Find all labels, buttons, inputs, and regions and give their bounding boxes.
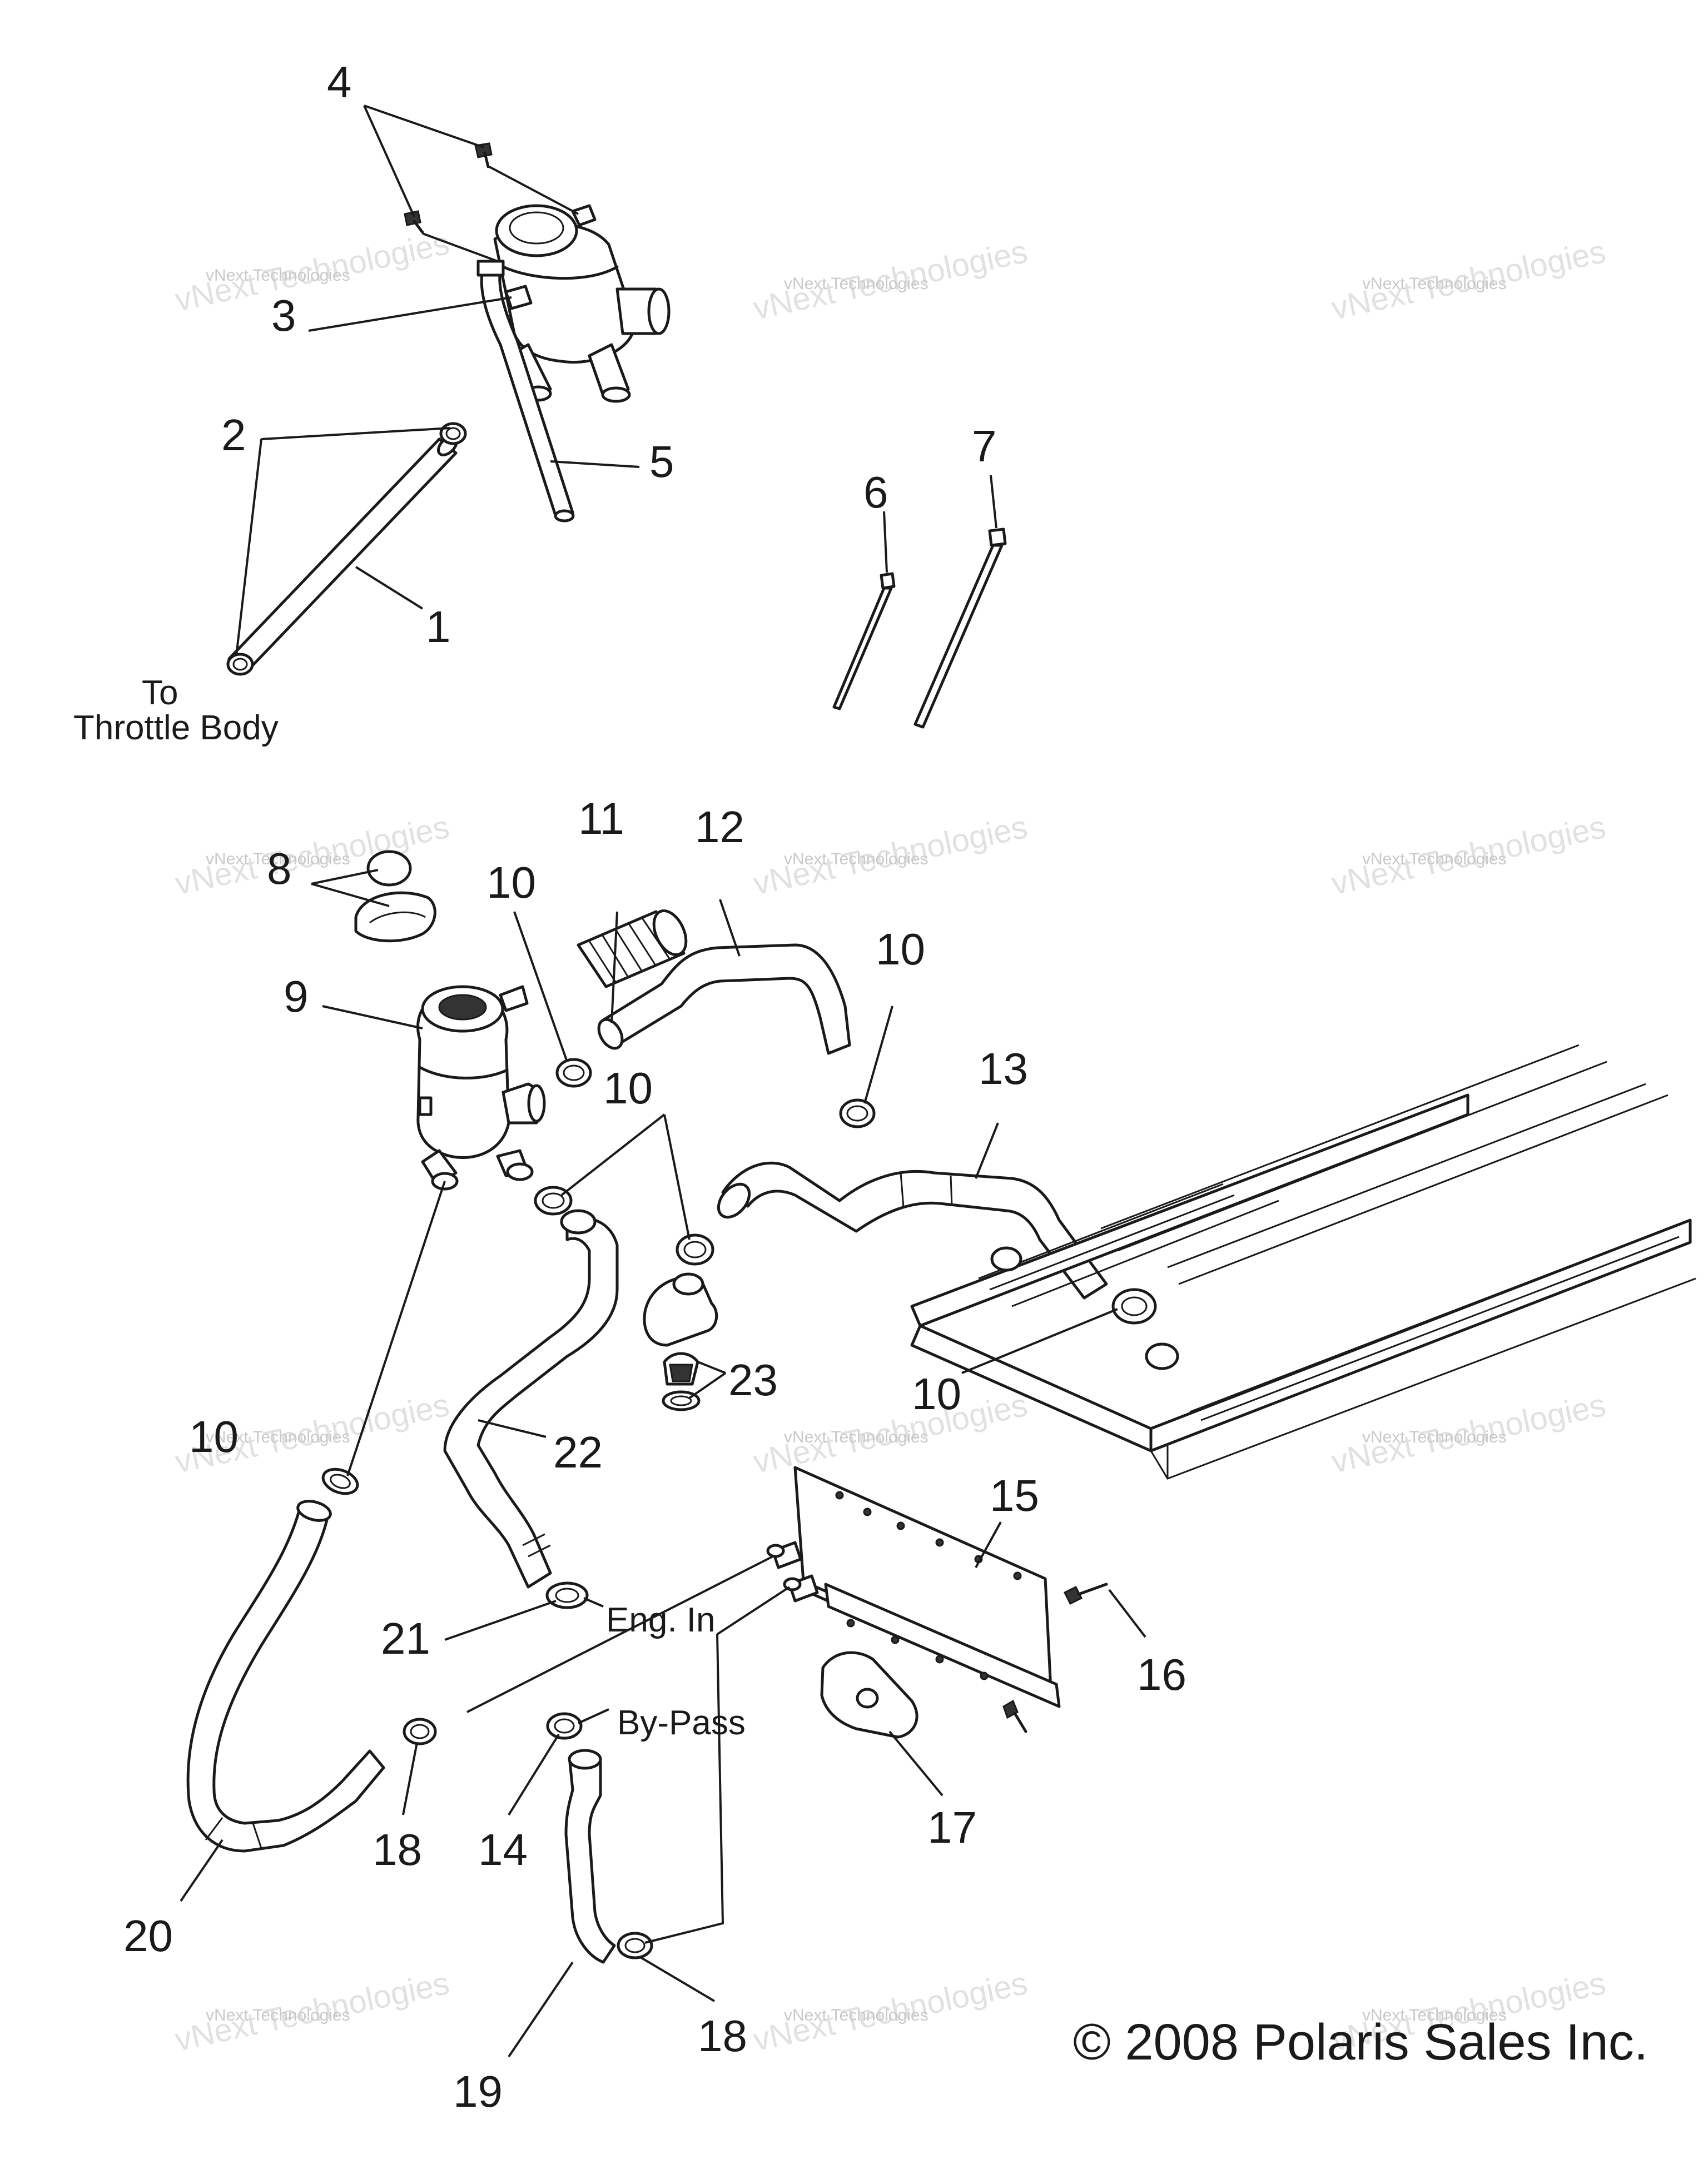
- callout-21: 21: [381, 1614, 430, 1663]
- part-10-clamp-a: [555, 1058, 592, 1088]
- recovery-bottle-top: [493, 204, 671, 403]
- part-12-hose: [597, 943, 851, 1055]
- svg-text:vNext Technologies: vNext Technologies: [784, 1428, 929, 1446]
- svg-text:vNext Technologies: vNext Technologies: [784, 2006, 929, 2024]
- watermark: vNext Technologies vNext Technologies: [172, 809, 452, 902]
- callout-5: 5: [649, 437, 674, 486]
- part-10-clamp-e: [1111, 1288, 1157, 1325]
- watermark: vNext Technologies vNext Technologies: [172, 1965, 452, 2058]
- note-to: To: [142, 674, 178, 712]
- part-10-clamp-d: [676, 1233, 714, 1266]
- watermark: vNext Technologies vNext Technologies: [750, 1965, 1030, 2058]
- svg-text:vNext Technologies: vNext Technologies: [784, 850, 929, 868]
- part-18-clamp-b: [617, 1932, 653, 1959]
- callout-12: 12: [695, 802, 744, 852]
- part-23-thermostat: [643, 1272, 718, 1411]
- callout-16: 16: [1137, 1650, 1186, 1699]
- callout-9: 9: [284, 972, 309, 1021]
- callout-18-b: 18: [698, 2011, 747, 2061]
- callout-1: 1: [426, 602, 451, 651]
- part-13-hose: [717, 1161, 1108, 1300]
- callout-10-d: 10: [912, 1369, 961, 1419]
- note-by-pass: By-Pass: [617, 1704, 746, 1742]
- callout-4: 4: [327, 57, 352, 107]
- callout-18-a: 18: [373, 1825, 422, 1874]
- callout-13: 13: [979, 1044, 1028, 1093]
- svg-text:vNext Technologies: vNext Technologies: [1362, 2006, 1507, 2024]
- callout-8: 8: [267, 844, 292, 893]
- part-16-screw-b: [1002, 1699, 1027, 1733]
- part-18-clamp-a: [403, 1718, 437, 1745]
- callout-11: 11: [578, 794, 624, 843]
- watermark: vNext Technologies vNext Technologies: [750, 809, 1030, 902]
- callout-19: 19: [453, 2067, 503, 2116]
- callout-14: 14: [478, 1825, 528, 1874]
- part-7-cable-tie: [913, 528, 1007, 729]
- part-8-cap: [354, 850, 436, 943]
- copyright: © 2008 Polaris Sales Inc.: [1073, 2014, 1648, 2071]
- note-eng-in: Eng. In: [606, 1601, 715, 1639]
- callout-3: 3: [271, 291, 296, 340]
- callout-20: 20: [123, 1911, 173, 1961]
- part-21-clamp: [545, 1581, 589, 1609]
- callout-10-e: 10: [189, 1412, 239, 1461]
- radiator-frame: [910, 1044, 1696, 1480]
- svg-text:vNext Technologies: vNext Technologies: [206, 1428, 350, 1446]
- watermark: vNext Technologies vNext Technologies: [1328, 1387, 1608, 1480]
- part-4-screw-b: [404, 210, 424, 234]
- svg-text:vNext Technologies: vNext Technologies: [1362, 1428, 1507, 1446]
- callout-23: 23: [728, 1355, 778, 1405]
- note-throttle-body: Throttle Body: [73, 709, 279, 747]
- watermark: vNext Technologies vNext Technologies: [1328, 233, 1608, 327]
- part-5-hose: [476, 260, 575, 523]
- part-19-hose: [564, 1749, 616, 1964]
- part-20-hose: [186, 1500, 385, 1853]
- part-17-mount: [820, 1651, 918, 1739]
- part-10-clamp-f: [321, 1467, 359, 1495]
- part-2-clamp-bottom: [226, 653, 254, 676]
- svg-text:vNext Technologies: vNext Technologies: [1362, 850, 1507, 868]
- svg-text:vNext Technologies: vNext Technologies: [206, 2006, 350, 2024]
- callout-17: 17: [927, 1803, 977, 1852]
- watermark: vNext Technologies vNext Technologies: [750, 233, 1030, 327]
- watermark: vNext Technologies vNext Technologies: [172, 225, 452, 319]
- callout-10-b: 10: [876, 924, 925, 974]
- svg-text:vNext Technologies: vNext Technologies: [206, 266, 350, 285]
- notes: To Throttle Body Eng. In By-Pass: [73, 674, 746, 1742]
- callout-10-a: 10: [486, 858, 536, 907]
- callout-6: 6: [863, 467, 888, 517]
- part-15-heat-exchanger: [766, 1466, 1061, 1708]
- part-10-clamp-b: [839, 1098, 876, 1128]
- part-2-clamp-top: [439, 422, 467, 445]
- part-22-hose: [443, 1209, 619, 1589]
- callouts: 4 3 2 5 1 6 7 8 9 10 11 12 10 13 10 10 2…: [123, 57, 1186, 2116]
- part-16-screw-a: [1063, 1583, 1108, 1605]
- part-14-clamp: [546, 1712, 583, 1740]
- part-6-cable-tie: [832, 572, 896, 710]
- svg-text:vNext Technologies: vNext Technologies: [206, 850, 350, 868]
- leader-lines: [180, 105, 1146, 2058]
- part-9-bottle: [416, 985, 546, 1191]
- callout-10-c: 10: [603, 1063, 653, 1113]
- part-11-bellows: [577, 909, 688, 988]
- callout-22: 22: [553, 1427, 603, 1477]
- watermark: vNext Technologies vNext Technologies: [750, 1387, 1030, 1480]
- callout-2: 2: [221, 410, 246, 460]
- callout-7: 7: [972, 421, 997, 471]
- watermark: vNext Technologies vNext Technologies: [1328, 809, 1608, 902]
- part-3-clip: [504, 285, 533, 310]
- callout-15: 15: [990, 1471, 1039, 1520]
- svg-text:vNext Technologies: vNext Technologies: [1362, 275, 1507, 293]
- svg-text:vNext Technologies: vNext Technologies: [784, 275, 929, 293]
